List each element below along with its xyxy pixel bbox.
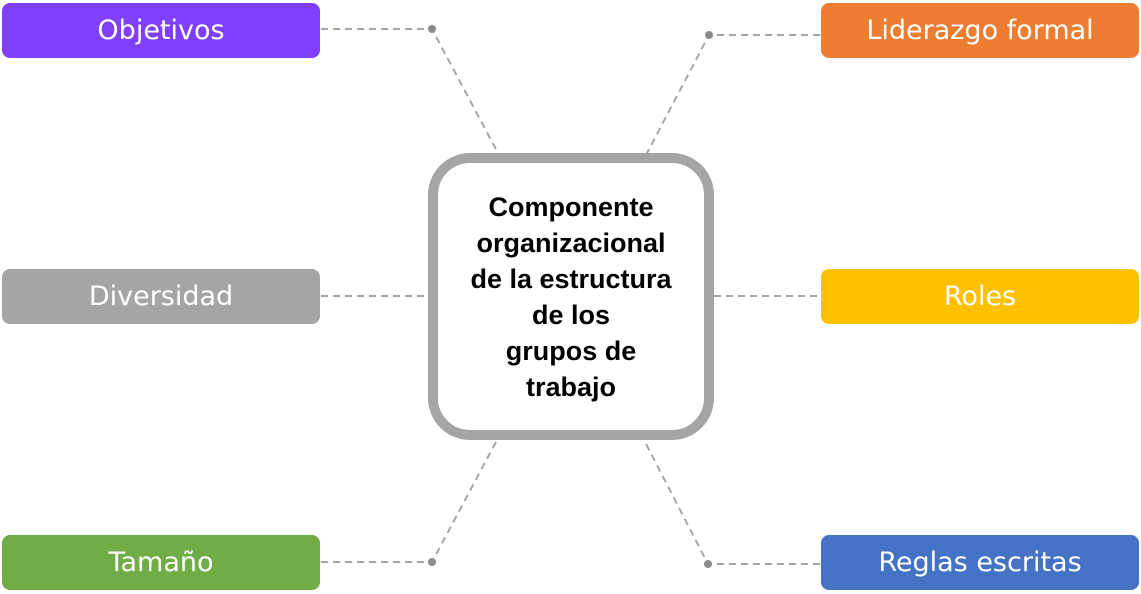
node-liderazgo-formal: Liderazgo formal [821,3,1139,58]
node-reglas-escritas: Reglas escritas [821,535,1139,590]
node-label: Roles [943,281,1017,312]
node-label: Liderazgo formal [866,15,1094,46]
node-roles: Roles [821,269,1139,324]
central-concept-label: Componente organizacional de la estructu… [470,191,672,402]
node-diversidad: Diversidad [2,269,320,324]
junction-dot [704,560,712,568]
junction-dot [705,31,713,39]
node-label: Diversidad [88,281,234,312]
node-objetivos: Objetivos [2,3,320,58]
central-concept-box: Componente organizacional de la estructu… [428,153,714,440]
junction-dot [428,25,436,33]
node-label: Reglas escritas [878,547,1082,578]
node-tamano: Tamaño [2,535,320,590]
junction-dot [428,558,436,566]
node-label: Objetivos [97,15,225,46]
node-label: Tamaño [108,547,214,578]
